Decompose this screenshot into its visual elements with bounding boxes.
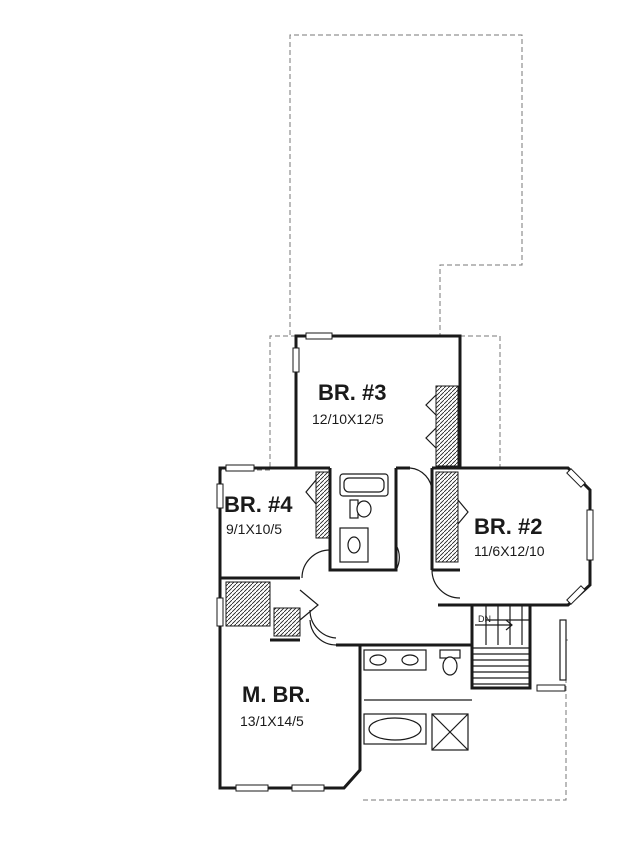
room-br4-dims: 9/1X10/5 (226, 521, 282, 537)
room-br4: BR. #4 9/1X10/5 (224, 492, 293, 537)
stairs-down-label: DN (478, 614, 491, 624)
windows (216, 332, 594, 792)
room-br3-dims: 12/10X12/5 (312, 411, 384, 427)
room-br2-name: BR. #2 (474, 514, 542, 539)
room-br4-name: BR. #4 (224, 492, 293, 517)
room-br2: BR. #2 11/6X12/10 (474, 514, 545, 559)
room-master-bedroom: M. BR. 13/1X14/5 (240, 682, 310, 729)
closets (225, 385, 469, 637)
room-br2-dims: 11/6X12/10 (474, 543, 545, 559)
room-mbr-dims: 13/1X14/5 (240, 713, 304, 729)
room-br3: BR. #3 12/10X12/5 (312, 380, 386, 427)
room-br3-name: BR. #3 (318, 380, 386, 405)
interior-walls (220, 466, 460, 647)
master-bath-fixtures (363, 649, 472, 751)
room-mbr-name: M. BR. (242, 682, 310, 707)
staircase (472, 605, 567, 685)
hall-bath-fixtures (339, 473, 389, 563)
doors (301, 467, 461, 646)
